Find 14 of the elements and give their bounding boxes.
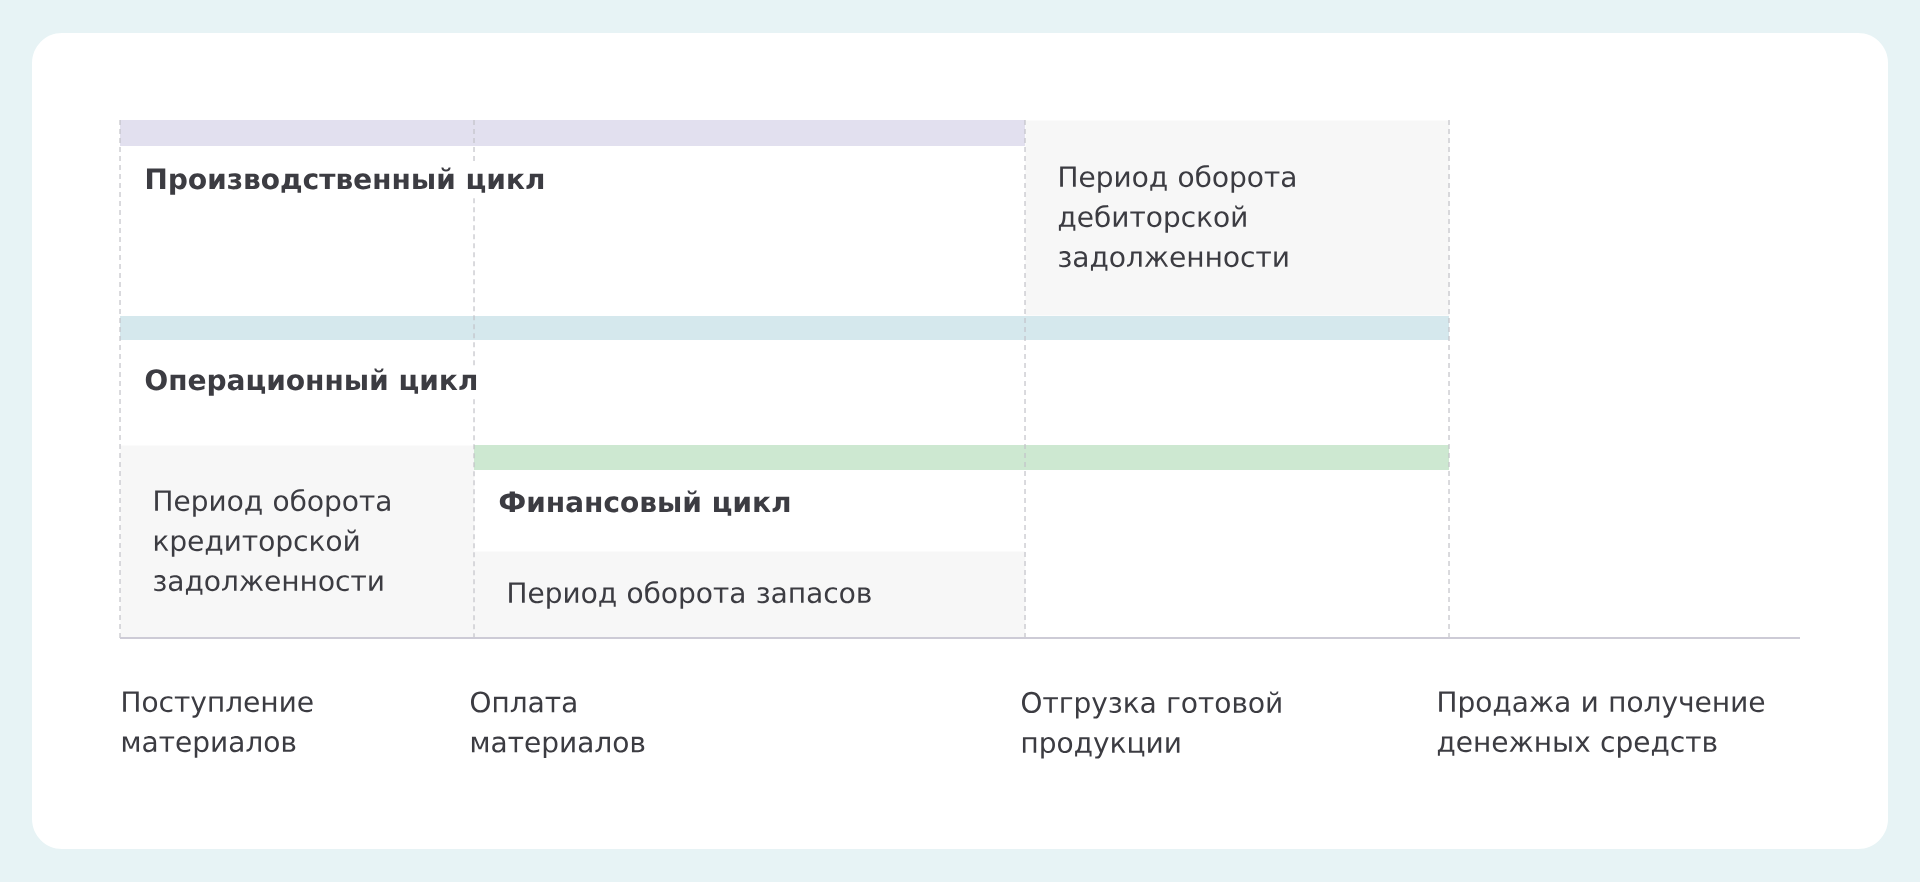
- timeline-label: Поступление материалов: [122, 691, 313, 758]
- period-box: Период оборота кредиторской задолженности: [120, 445, 475, 639]
- timeline-label: Продажа и получение денежных средств: [1437, 691, 1765, 758]
- cycle-band: Финансовый цикл: [474, 445, 1449, 516]
- period-box: Период оборота дебиторской задолженности: [1025, 120, 1450, 316]
- cycle-band: Производственный цикл: [120, 120, 1025, 195]
- cycle-band: Операционный цикл: [120, 316, 1449, 396]
- node-label: Производственный цикл: [146, 167, 544, 195]
- node-label: Период оборота запасов: [509, 581, 871, 609]
- node-label: Финансовый цикл: [499, 490, 790, 516]
- node-label: Операционный цикл: [145, 368, 477, 396]
- period-box: Период оборота запасов: [474, 551, 1026, 639]
- timeline-label: Оплата материалов: [471, 691, 645, 758]
- timeline-label: Отгрузка готовой продукции: [1022, 691, 1281, 759]
